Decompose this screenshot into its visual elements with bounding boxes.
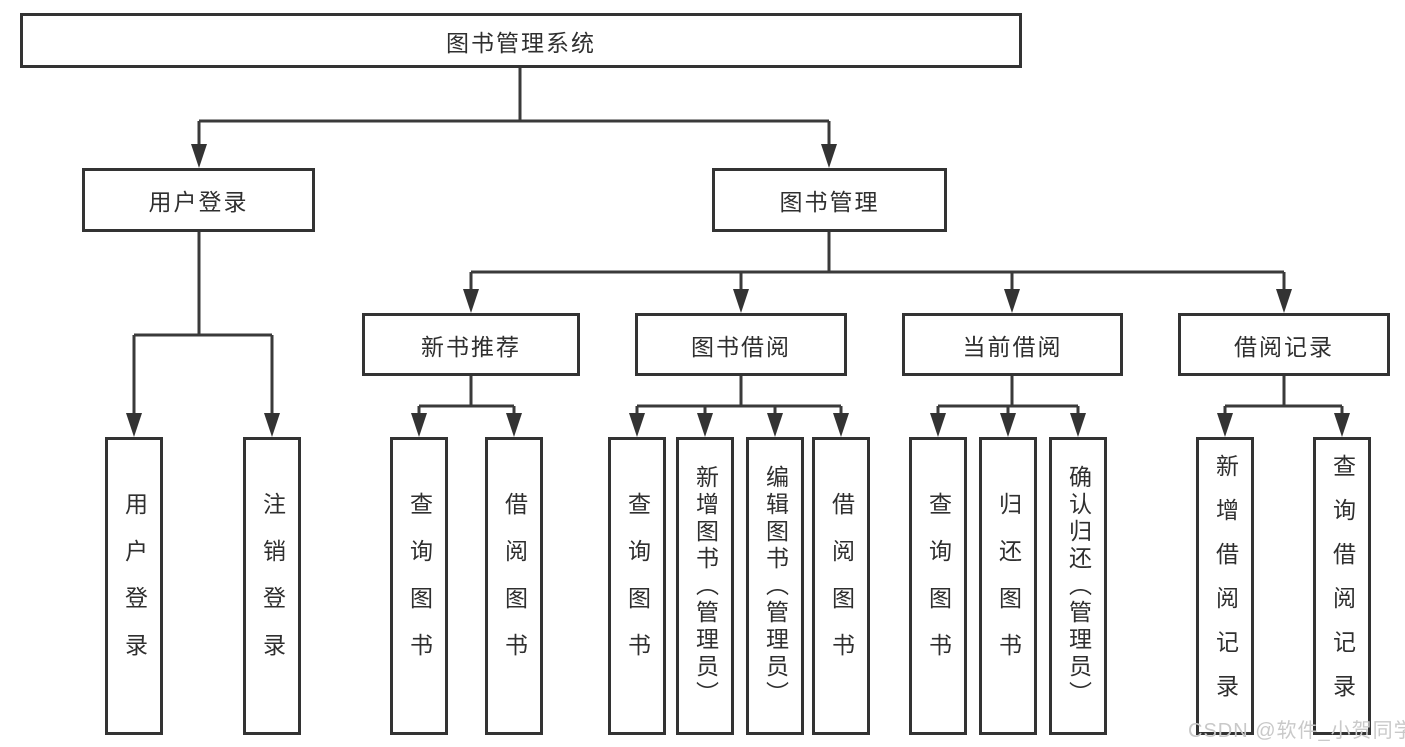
node-label: 当前借阅 xyxy=(962,333,1063,360)
leaf-bb-borrow-books: 借阅图书 xyxy=(812,437,870,735)
node-library-system-root: 图书管理系统 xyxy=(20,13,1022,68)
leaf-nbr-borrow-books: 借阅图书 xyxy=(485,437,543,735)
leaf-label: 借阅图书 xyxy=(501,492,528,680)
leaf-label: 编辑图书（管理员） xyxy=(762,464,789,708)
leaf-label: 注销登录 xyxy=(259,492,286,680)
node-new-book-recommend: 新书推荐 xyxy=(362,313,580,376)
node-label: 新书推荐 xyxy=(421,333,521,360)
leaf-user-login: 用户登录 xyxy=(105,437,163,735)
leaf-cb-confirm-return-admin: 确认归还（管理员） xyxy=(1049,437,1107,735)
watermark: CSDN @软件_小贺同学 xyxy=(1188,720,1405,742)
node-user-login-module: 用户登录 xyxy=(82,168,315,232)
leaf-bb-add-books-admin: 新增图书（管理员） xyxy=(676,437,734,735)
leaf-label: 确认归还（管理员） xyxy=(1065,464,1092,708)
leaf-nbr-query-books: 查询图书 xyxy=(390,437,448,735)
leaf-label: 查询图书 xyxy=(624,492,651,680)
leaf-label: 用户登录 xyxy=(121,492,148,680)
node-label: 图书管理系统 xyxy=(446,29,596,56)
leaf-label: 查询图书 xyxy=(406,492,433,680)
node-label: 用户登录 xyxy=(148,189,249,215)
leaf-label: 新增借阅记录 xyxy=(1212,454,1239,718)
node-label: 图书管理 xyxy=(779,189,880,215)
leaf-label: 查询借阅记录 xyxy=(1329,454,1356,718)
node-label: 图书借阅 xyxy=(691,333,791,360)
node-borrow-records: 借阅记录 xyxy=(1178,313,1390,376)
leaf-br-query-record: 查询借阅记录 xyxy=(1313,437,1371,735)
leaf-logout: 注销登录 xyxy=(243,437,301,735)
leaf-br-add-record: 新增借阅记录 xyxy=(1196,437,1254,735)
node-book-management-module: 图书管理 xyxy=(712,168,947,232)
leaf-cb-return-books: 归还图书 xyxy=(979,437,1037,735)
leaf-label: 归还图书 xyxy=(995,492,1022,680)
node-label: 借阅记录 xyxy=(1234,333,1334,360)
node-book-borrow: 图书借阅 xyxy=(635,313,847,376)
leaf-label: 借阅图书 xyxy=(828,492,855,680)
leaf-bb-edit-books-admin: 编辑图书（管理员） xyxy=(746,437,804,735)
leaf-label: 查询图书 xyxy=(925,492,952,680)
leaf-bb-query-books: 查询图书 xyxy=(608,437,666,735)
leaf-label: 新增图书（管理员） xyxy=(692,464,719,708)
node-current-borrow: 当前借阅 xyxy=(902,313,1123,376)
leaf-cb-query-books: 查询图书 xyxy=(909,437,967,735)
